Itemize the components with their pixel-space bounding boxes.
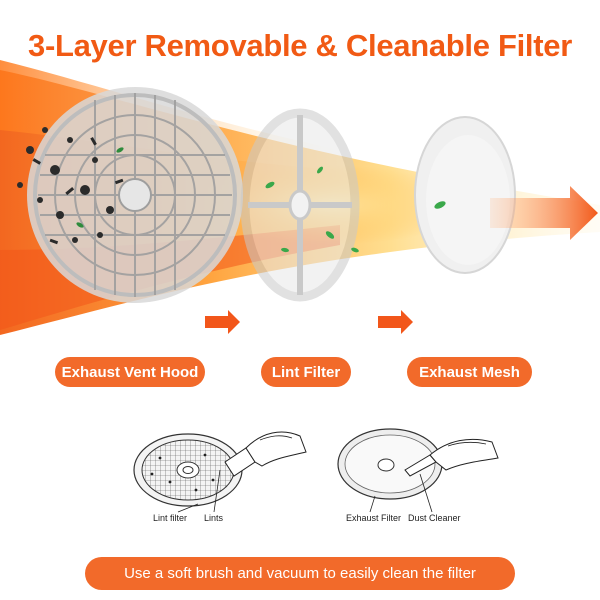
- footer-banner: Use a soft brush and vacuum to easily cl…: [85, 557, 515, 590]
- lint-filter-cleaning-diagram: [133, 431, 307, 513]
- exhaust-vent-hood-label: Exhaust Vent Hood: [55, 357, 205, 387]
- exhaust-mesh-illustration: [414, 116, 516, 274]
- lints-caption: Lints: [204, 513, 224, 523]
- page-title: 3-Layer Removable & Cleanable Filter: [28, 28, 572, 63]
- exhaust-mesh-label: Exhaust Mesh: [407, 357, 532, 387]
- exhaust-filter-caption: Exhaust Filter: [346, 513, 402, 523]
- lint-filter-caption: Lint filter: [153, 513, 188, 523]
- arrow-right-icon: [378, 310, 413, 334]
- lint-filter-illustration: [240, 108, 360, 302]
- dust-cleaner-caption: Dust Cleaner: [408, 513, 461, 523]
- exhaust-filter-cleaning-diagram: [337, 428, 499, 513]
- lint-filter-label: Lint Filter: [261, 357, 351, 387]
- airflow-arrow-icon: [490, 186, 598, 240]
- exhaust-vent-hood-illustration: [17, 87, 243, 303]
- arrow-right-icon: [205, 310, 240, 334]
